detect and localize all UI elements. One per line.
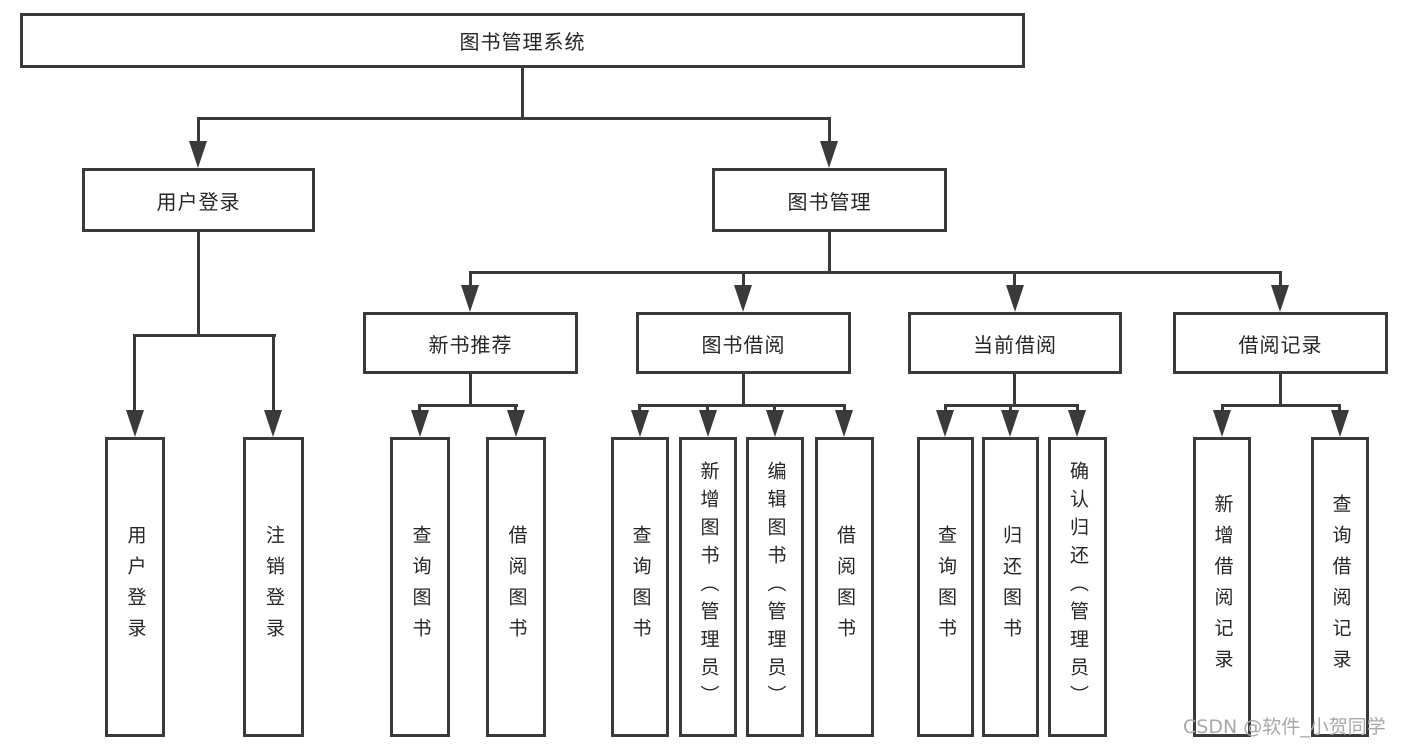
- arrowhead-down-icon: [461, 285, 479, 312]
- arrowhead-down-icon: [936, 410, 954, 437]
- connector-line: [1009, 404, 1012, 413]
- leaf-query-books-borrowing: 查询图书: [611, 437, 669, 737]
- watermark: CSDN @软件_小贺同学: [1183, 716, 1386, 738]
- node-user-login: 用户登录: [82, 168, 315, 232]
- arrowhead-down-icon: [189, 141, 207, 168]
- node-new-book-recommend: 新书推荐: [363, 312, 578, 374]
- connector-line: [197, 117, 831, 120]
- connector-line: [638, 404, 846, 407]
- connector-line: [828, 232, 831, 274]
- connector-line: [1013, 271, 1016, 288]
- node-label: 图书管理: [787, 189, 872, 214]
- connector-line: [469, 271, 472, 288]
- connector-line: [706, 404, 709, 413]
- leaf-add-borrow-record: 新增借阅记录: [1193, 437, 1251, 737]
- connector-line: [418, 404, 518, 407]
- node-borrowing-records: 借阅记录: [1173, 312, 1388, 374]
- connector-line: [514, 404, 517, 413]
- connector-line: [1013, 374, 1016, 407]
- arrowhead-down-icon: [507, 410, 525, 437]
- node-book-management: 图书管理: [712, 168, 947, 232]
- connector-line: [469, 374, 472, 407]
- leaf-user-login: 用户登录: [105, 437, 165, 737]
- arrowhead-down-icon: [1271, 285, 1289, 312]
- connector-line: [828, 117, 831, 144]
- arrowhead-down-icon: [1006, 285, 1024, 312]
- connector-line: [1076, 404, 1079, 413]
- leaf-query-books-current: 查询图书: [917, 437, 974, 737]
- connector-line: [1221, 404, 1341, 407]
- leaf-label: 编辑图书（管理员）: [764, 461, 787, 713]
- connector-line: [1279, 271, 1282, 288]
- node-current-borrowing: 当前借阅: [908, 312, 1122, 374]
- node-label: 图书管理系统: [459, 30, 586, 54]
- leaf-label: 归还图书: [1000, 525, 1022, 649]
- arrowhead-down-icon: [734, 285, 752, 312]
- leaf-label: 借阅图书: [505, 525, 528, 649]
- connector-line: [773, 404, 776, 413]
- leaf-query-books-recommend: 查询图书: [390, 437, 450, 737]
- leaf-query-borrow-record: 查询借阅记录: [1311, 437, 1369, 737]
- leaf-label: 查询图书: [629, 525, 652, 649]
- connector-line: [843, 404, 846, 413]
- node-label: 用户登录: [156, 189, 241, 214]
- leaf-borrow-books-recommend: 借阅图书: [486, 437, 546, 737]
- arrowhead-down-icon: [1213, 410, 1231, 437]
- node-label: 当前借阅: [973, 332, 1057, 357]
- node-library-system: 图书管理系统: [20, 13, 1025, 68]
- connector-line: [197, 232, 200, 337]
- leaf-edit-book-admin: 编辑图书（管理员）: [746, 437, 804, 737]
- leaf-logout: 注销登录: [243, 437, 304, 737]
- connector-line: [521, 68, 524, 119]
- arrowhead-down-icon: [126, 410, 144, 437]
- connector-line: [742, 271, 745, 288]
- connector-line: [469, 271, 1282, 274]
- leaf-label: 查询图书: [935, 525, 957, 649]
- arrowhead-down-icon: [1331, 410, 1349, 437]
- connector-line: [133, 334, 276, 337]
- arrowhead-down-icon: [699, 410, 717, 437]
- connector-line: [272, 334, 275, 412]
- node-book-borrowing: 图书借阅: [636, 312, 851, 374]
- node-label: 图书借阅: [701, 332, 786, 357]
- arrowhead-down-icon: [1001, 410, 1019, 437]
- node-label: 新书推荐: [428, 332, 513, 357]
- leaf-label: 查询借阅记录: [1329, 494, 1352, 680]
- node-label: 借阅记录: [1238, 332, 1323, 357]
- leaf-label: 注销登录: [263, 525, 285, 649]
- arrowhead-down-icon: [820, 141, 838, 168]
- arrowhead-down-icon: [411, 410, 429, 437]
- leaf-label: 借阅图书: [834, 525, 856, 649]
- connector-line: [1221, 404, 1224, 413]
- leaf-add-book-admin: 新增图书（管理员）: [679, 437, 737, 737]
- arrowhead-down-icon: [631, 410, 649, 437]
- leaf-label: 用户登录: [124, 525, 147, 649]
- leaf-label: 新增借阅记录: [1211, 494, 1234, 680]
- connector-line: [944, 404, 947, 413]
- leaf-return-books: 归还图书: [982, 437, 1039, 737]
- connector-line: [638, 404, 641, 413]
- arrowhead-down-icon: [1068, 410, 1086, 437]
- leaf-label: 确认归还（管理员）: [1067, 461, 1089, 713]
- leaf-confirm-return-admin: 确认归还（管理员）: [1048, 437, 1107, 737]
- leaf-label: 查询图书: [409, 525, 432, 649]
- leaf-label: 新增图书（管理员）: [697, 461, 720, 713]
- connector-line: [742, 374, 745, 407]
- connector-line: [1338, 404, 1341, 413]
- connector-line: [133, 334, 136, 412]
- arrowhead-down-icon: [835, 410, 853, 437]
- connector-line: [418, 404, 421, 413]
- arrowhead-down-icon: [264, 410, 282, 437]
- connector-line: [1279, 374, 1282, 407]
- leaf-borrow-books-borrowing: 借阅图书: [815, 437, 874, 737]
- arrowhead-down-icon: [766, 410, 784, 437]
- connector-line: [197, 117, 200, 144]
